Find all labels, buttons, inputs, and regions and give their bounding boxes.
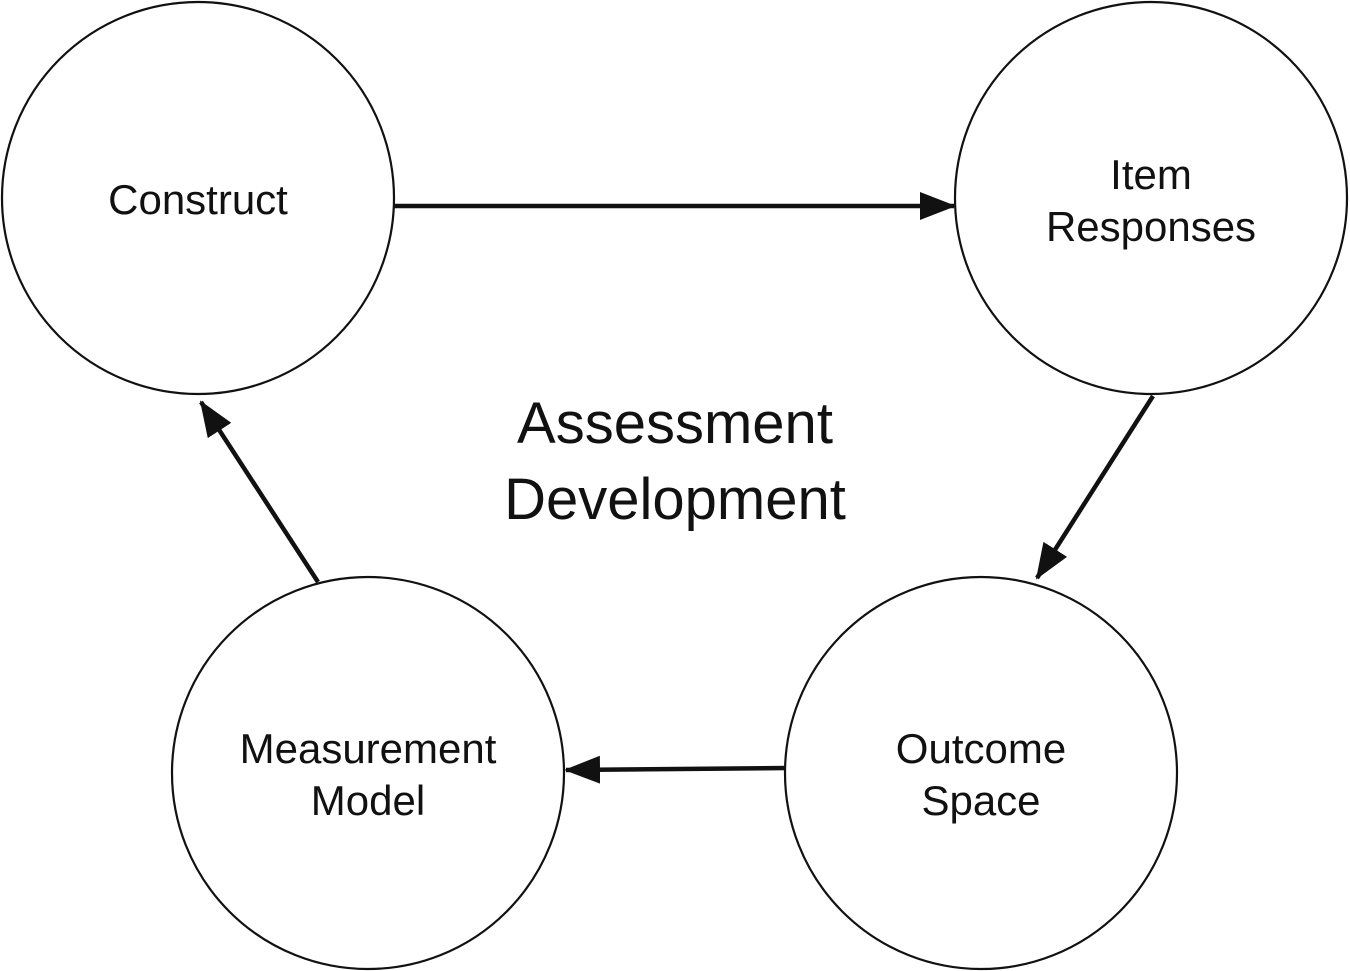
outcome-space-label-line2: Space (921, 777, 1040, 824)
node-item-responses: Item Responses (953, 0, 1349, 396)
measurement-model-label-line1: Measurement (240, 725, 497, 772)
node-construct: Construct (0, 0, 396, 396)
construct-label: Construct (108, 176, 288, 223)
measurement-model-label-line2: Model (311, 777, 425, 824)
center-title: Assessment Development (504, 391, 846, 532)
node-measurement-model: Measurement Model (170, 575, 566, 971)
edge-measurement-model-to-construct (199, 400, 320, 584)
item-responses-circle (953, 0, 1349, 396)
node-outcome-space: Outcome Space (783, 575, 1179, 971)
item-responses-label-line1: Item (1110, 151, 1192, 198)
outcome-space-circle (783, 575, 1179, 971)
edge-outcome-space-to-measurement-model (564, 755, 789, 784)
item-responses-label-line2: Responses (1046, 203, 1256, 250)
construct-circle (0, 0, 396, 396)
center-title-line1: Assessment (517, 391, 833, 456)
center-title-line2: Development (504, 467, 846, 532)
edge-item-responses-to-outcome-space (1035, 394, 1155, 580)
measurement-model-circle (170, 575, 566, 971)
outcome-space-label-line1: Outcome (896, 725, 1066, 772)
